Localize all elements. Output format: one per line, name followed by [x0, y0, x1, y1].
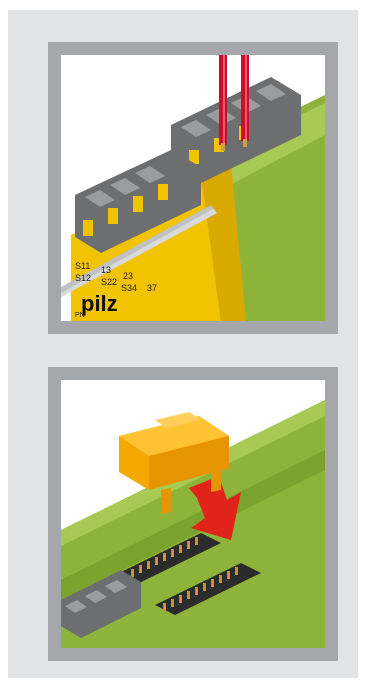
brand-logo: pilz [81, 291, 118, 316]
plug-insertion-drawing [61, 380, 325, 648]
label-13: 13 [101, 265, 111, 275]
terminal-wiring-illustration-frame: S11 S12 13 S22 23 S34 37 PN pilz [48, 42, 338, 334]
label-s34: S34 [121, 283, 137, 293]
terminal-wiring-drawing: S11 S12 13 S22 23 S34 37 PN pilz [61, 55, 325, 321]
terminal-wiring-illustration: S11 S12 13 S22 23 S34 37 PN pilz [61, 55, 325, 321]
label-37: 37 [147, 283, 157, 293]
label-s12: S12 [75, 273, 91, 283]
illustration-panel: S11 S12 13 S22 23 S34 37 PN pilz [8, 10, 358, 678]
label-s22: S22 [101, 277, 117, 287]
plug-insertion-illustration-frame [48, 367, 338, 661]
label-23: 23 [123, 271, 133, 281]
label-s11: S11 [75, 261, 90, 271]
plug-insertion-illustration [61, 380, 325, 648]
